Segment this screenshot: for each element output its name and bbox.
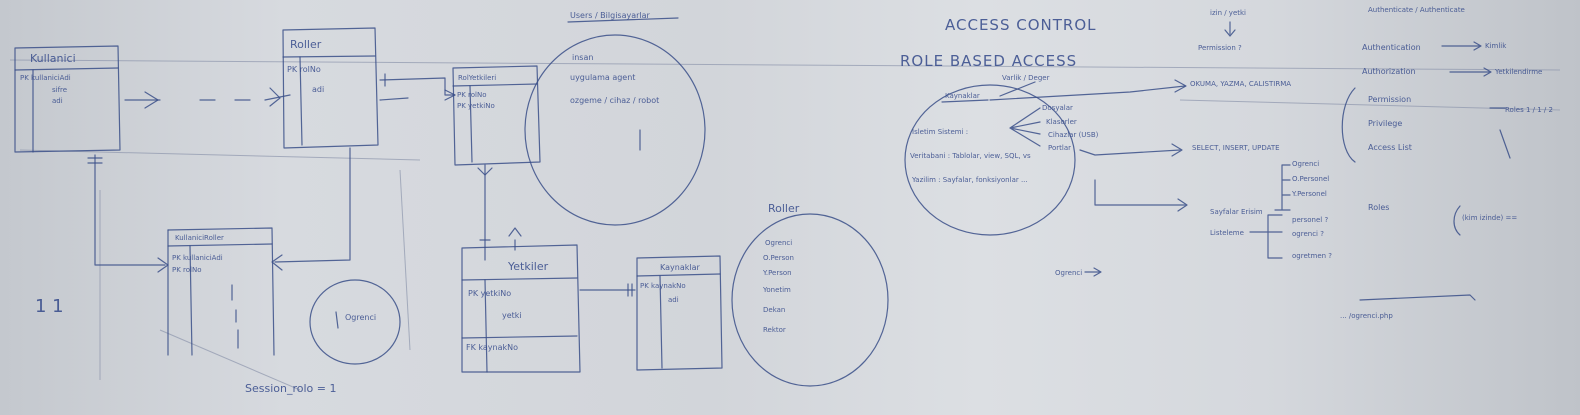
access-ogrenci: Ogrenci [1055, 269, 1082, 277]
auth-roles-num: Roles 1 / 1 / 2 [1505, 106, 1553, 114]
perm-erisim-2: O.Personel [1292, 175, 1329, 183]
users-item-3: ozgeme / cihaz / robot [570, 96, 659, 105]
auth-kimlik: Kimlik [1485, 42, 1507, 50]
access-control-section: ACCESS CONTROL ROLE BASED ACCESS Kaynakl… [900, 16, 1188, 277]
access-varlik: Varlik / Deger [1002, 74, 1050, 82]
access-veritabani: Veritabani : Tablolar, view, SQL, vs [910, 152, 1031, 160]
kullanici-table: Kullanici PK kullaniciAdi sifre adi [14, 45, 121, 153]
access-isletim: Isletim Sistemi : [912, 128, 968, 136]
rolyetki-table: RolYetkileri PK rolNo PK yetkiNo [452, 65, 541, 166]
access-yazilim: Yazilim : Sayfalar, fonksiyonlar ... [911, 176, 1028, 184]
access-kaynaklar: Kaynaklar [945, 92, 980, 100]
ghost-marks [9, 59, 1561, 391]
roller-row-adi: adi [312, 85, 324, 94]
auth-section: Authenticate / Authenticate Authenticati… [1340, 6, 1553, 320]
roller-circle-item-2: O.Person [763, 254, 794, 262]
auth-roles: Roles [1368, 203, 1389, 212]
perm-select: SELECT, INSERT, UPDATE [1192, 144, 1280, 152]
roller-circle-item-6: Rektor [763, 326, 786, 334]
relation-kullanici-kullaniciroller [87, 147, 351, 273]
kaynaklar-title: Kaynaklar [660, 263, 700, 272]
kullaniciroller-row-1: PK kullaniciAdi [172, 254, 223, 262]
relation-kullanici-roller [124, 87, 291, 109]
relation-rolyetki-yetkiler [477, 164, 522, 261]
users-item-2: uygulama agent [570, 73, 635, 82]
access-os-4: Portlar [1048, 144, 1071, 152]
relation-roller-rolyetki [379, 73, 456, 101]
kullaniciroller-row-2: PK rolNo [172, 266, 202, 274]
kullanici-row-pk: PK kullaniciAdi [20, 74, 71, 82]
circle-ogrenci: Ogrenci [309, 279, 401, 365]
kullaniciroller-title: KullaniciRoller [175, 234, 224, 242]
users-circle: Users / Bilgisayarlar insan uygulama age… [524, 11, 706, 226]
access-os-3: Cihazlar (USB) [1048, 131, 1099, 139]
perm-listeleme: Listeleme [1210, 229, 1244, 237]
relation-yetkiler-kaynaklar [579, 283, 636, 297]
yetkiler-title: Yetkiler [507, 260, 549, 273]
perm-sayfalar: Sayfalar Erisim [1210, 208, 1263, 216]
roller-circle-item-4: Yonetim [762, 286, 791, 294]
access-title: ACCESS CONTROL [945, 16, 1096, 34]
roller-table: Roller PK rolNo adi [282, 27, 379, 149]
auth-authentication: Authentication [1362, 43, 1421, 52]
circle-ogrenci-label: Ogrenci [345, 313, 376, 322]
roller-circle: Roller Ogrenci O.Person Y.Person Yonetim… [731, 202, 889, 387]
rolyetki-row-2: PK yetkiNo [457, 102, 495, 110]
perm-izin: izin / yetki [1210, 9, 1246, 17]
perm-erisim-5: ogrenci ? [1292, 230, 1324, 238]
perm-erisim-4: personel ? [1292, 216, 1328, 224]
note-numbers: 1 1 [35, 296, 64, 317]
yetkiler-row-yetki: yetki [502, 311, 522, 320]
perm-erisim-1: Ogrenci [1292, 160, 1319, 168]
yetkiler-row-fk: FK kaynakNo [466, 343, 518, 352]
kullanici-row-sifre: sifre [52, 86, 67, 94]
yetkiler-row-pk: PK yetkiNo [468, 289, 511, 298]
roller-circle-item-1: Ogrenci [765, 239, 792, 247]
auth-func: (kim izinde) == [1462, 214, 1517, 222]
perm-okuma: OKUMA, YAZMA, CALISTIRMA [1190, 80, 1291, 88]
rolyetki-title: RolYetkileri [458, 74, 496, 82]
yetkiler-table: Yetkiler PK yetkiNo yetki FK kaynakNo [461, 244, 581, 373]
perm-permission: Permission ? [1198, 44, 1242, 52]
kullaniciroller-table: KullaniciRoller PK kullaniciAdi PK rolNo [167, 227, 275, 356]
auth-acl: Access List [1368, 143, 1412, 152]
auth-authorization: Authorization [1362, 67, 1416, 76]
access-os-2: Klasorler [1046, 118, 1077, 126]
kaynaklar-table: Kaynaklar PK kaynakNo adi [636, 255, 723, 371]
rolyetki-row-1: PK rolNo [457, 91, 487, 99]
roller-title: Roller [290, 38, 322, 51]
access-os-1: Dosyalar [1042, 104, 1073, 112]
perm-erisim-6: ogretmen ? [1292, 252, 1332, 260]
kullanici-row-adi: adi [52, 97, 63, 105]
roller-row-pk: PK rolNo [287, 65, 321, 74]
kullanici-title: Kullanici [30, 52, 76, 65]
access-subtitle: ROLE BASED ACCESS [900, 52, 1077, 70]
note-session: Session_rolo = 1 [245, 382, 336, 395]
kaynaklar-row-pk: PK kaynakNo [640, 282, 686, 290]
roller-circle-title: Roller [768, 202, 800, 215]
roller-circle-item-3: Y.Person [762, 269, 792, 277]
users-circle-title: Users / Bilgisayarlar [570, 11, 651, 20]
roller-circle-item-5: Dekan [763, 306, 785, 314]
users-item-1: insan [572, 53, 593, 62]
auth-yetki: Yetkilendirme [1494, 68, 1542, 76]
permission-section: izin / yetki Permission ? OKUMA, YAZMA, … [1190, 9, 1332, 260]
auth-permission: Permission [1368, 95, 1411, 104]
auth-title: Authenticate / Authenticate [1368, 6, 1465, 14]
auth-privilege: Privilege [1368, 119, 1402, 128]
perm-erisim-3: Y.Personel [1291, 190, 1327, 198]
kaynaklar-row-adi: adi [668, 296, 679, 304]
auth-ogrenci-php: ... /ogrenci.php [1340, 312, 1393, 320]
